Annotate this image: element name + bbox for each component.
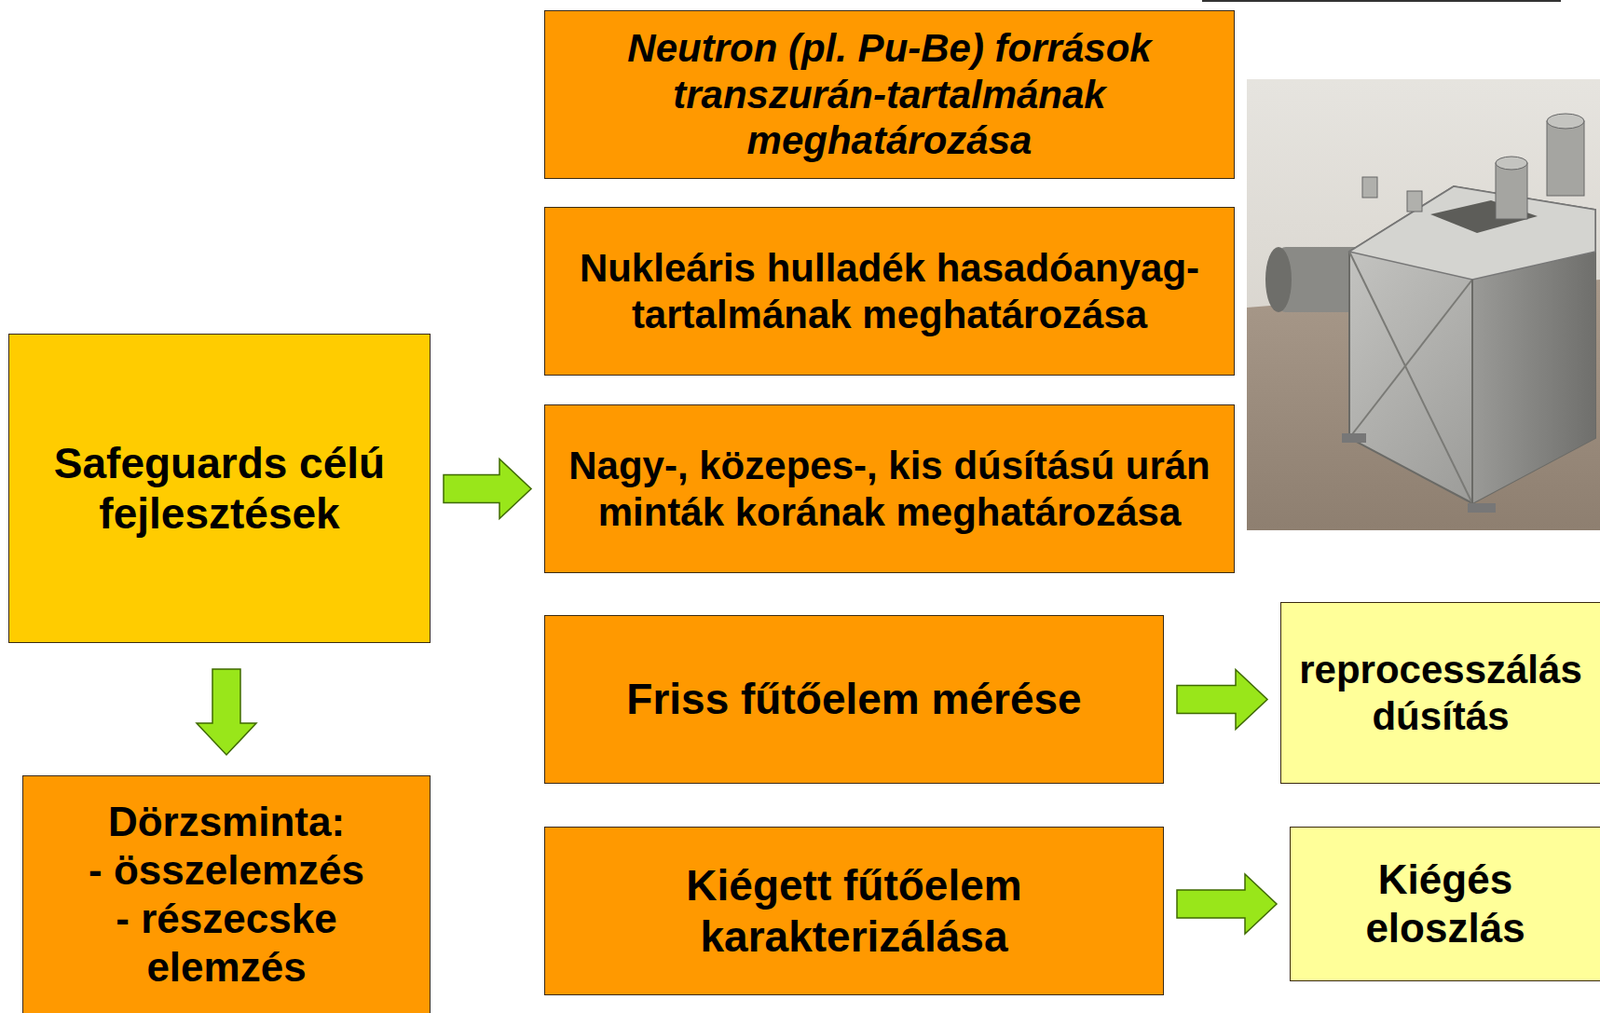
box-text: Friss fűtőelem mérése (626, 673, 1081, 725)
edge-line (1202, 0, 1561, 2)
method-box: Dörzsminta:- összelemzés- részecske elem… (22, 775, 431, 1013)
task-box: Neutron (pl. Pu-Be) források transzurán-… (544, 10, 1235, 179)
result-box: Kiégés eloszlás (1289, 826, 1600, 982)
instrument-photo (1246, 79, 1600, 531)
box-text: Safeguards célú fejlesztések (18, 437, 421, 540)
box-text: - összelemzés (88, 846, 365, 895)
result-box: reprocesszálás dúsítás (1280, 601, 1600, 784)
block-arrow (196, 669, 257, 755)
block-arrow (1176, 670, 1268, 730)
task-box: Kiégett fűtőelem karakterizálása (544, 826, 1164, 996)
task-box: Nagy-, közepes-, kis dúsítású urán mintá… (544, 404, 1235, 574)
goal-box: Safeguards célú fejlesztések (8, 333, 431, 643)
box-text: Dörzsminta: (108, 797, 345, 847)
task-box: Friss fűtőelem mérése (544, 615, 1164, 784)
box-text: Nukleáris hulladék hasadóanyag-tartalmán… (554, 245, 1225, 338)
box-text: reprocesszálás dúsítás (1290, 646, 1591, 739)
box-text: Neutron (pl. Pu-Be) források transzurán-… (554, 25, 1225, 165)
block-arrow (1176, 874, 1277, 934)
block-arrow (443, 459, 532, 520)
task-box: Nukleáris hulladék hasadóanyag-tartalmán… (544, 206, 1235, 376)
box-text: Kiégett fűtőelem karakterizálása (554, 860, 1154, 962)
box-text: Kiégés eloszlás (1299, 855, 1591, 953)
box-text: - részecske elemzés (32, 894, 421, 992)
box-text: Nagy-, közepes-, kis dúsítású urán mintá… (554, 442, 1225, 535)
